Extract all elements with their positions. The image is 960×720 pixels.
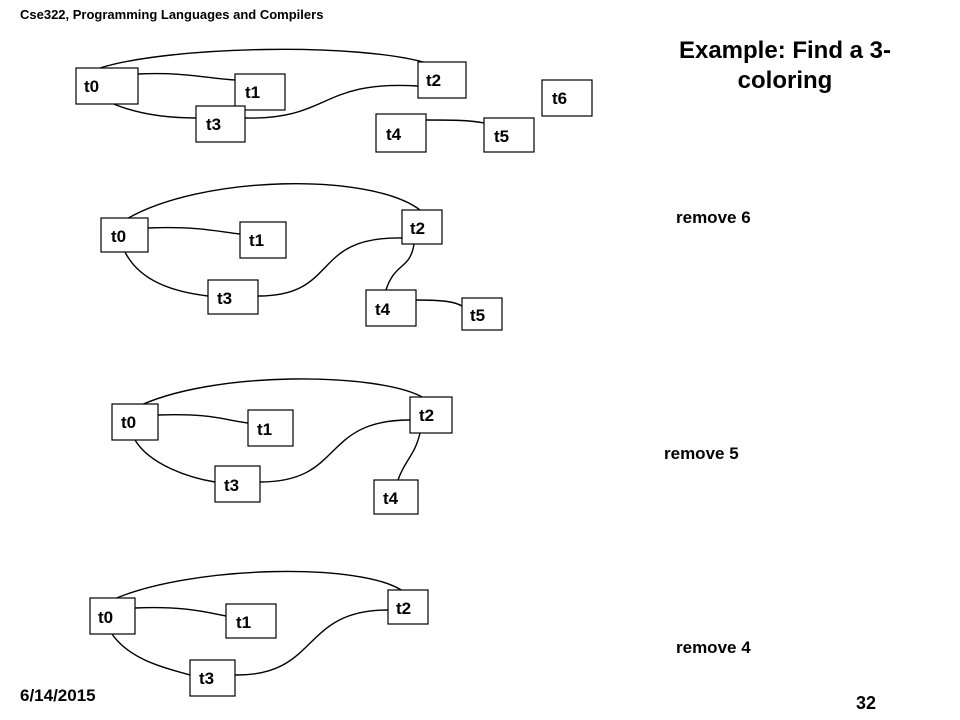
- node-t1: t1: [234, 73, 286, 111]
- edge-t0-t3: [111, 633, 191, 676]
- svg-text:t2: t2: [410, 219, 425, 238]
- svg-text:t3: t3: [199, 669, 214, 688]
- svg-text:t3: t3: [224, 476, 239, 495]
- node-t2: t2: [417, 61, 467, 99]
- edge-t3-t2: [244, 84, 419, 119]
- node-t3: t3: [214, 465, 261, 503]
- edge-t0-t2: [134, 378, 425, 409]
- course-header: Cse322, Programming Languages and Compil…: [20, 7, 324, 22]
- page-number: 32: [856, 693, 877, 713]
- caption-remove-4: remove 4: [676, 638, 751, 657]
- slide-title-line-1: Example: Find a 3-: [678, 37, 892, 64]
- svg-text:t6: t6: [552, 89, 567, 108]
- svg-text:t1: t1: [249, 231, 264, 250]
- edge-t3-t2: [234, 609, 389, 676]
- svg-text:t1: t1: [245, 83, 260, 102]
- footer-date: 6/14/2015: [20, 686, 96, 705]
- edge-t0-t2: [111, 570, 405, 601]
- svg-text:t5: t5: [494, 127, 509, 146]
- graph-step-3: t0 t1 t2 t3 t4: [111, 378, 453, 515]
- svg-text:t3: t3: [217, 289, 232, 308]
- node-t2: t2: [387, 589, 429, 625]
- node-t3: t3: [207, 279, 259, 315]
- svg-text:t1: t1: [257, 420, 272, 439]
- node-t3: t3: [195, 105, 246, 143]
- slide-title-line-2: coloring: [737, 67, 833, 94]
- node-t0: t0: [75, 67, 139, 105]
- node-t5: t5: [461, 297, 503, 331]
- node-t0: t0: [100, 217, 149, 253]
- edge-t2-t4: [385, 243, 415, 291]
- svg-text:t4: t4: [383, 489, 399, 508]
- svg-text:t5: t5: [470, 306, 485, 325]
- svg-text:t2: t2: [426, 71, 441, 90]
- edge-t4-t5: [415, 299, 463, 307]
- edge-t0-t1: [147, 226, 241, 235]
- svg-text:t1: t1: [236, 613, 251, 632]
- node-t0: t0: [89, 597, 136, 635]
- svg-text:t2: t2: [396, 599, 411, 618]
- edge-t0-t3: [134, 439, 216, 483]
- node-t4: t4: [375, 113, 427, 153]
- edge-t0-t1: [134, 606, 227, 617]
- svg-text:t4: t4: [386, 125, 402, 144]
- node-t2: t2: [409, 396, 453, 434]
- node-t5: t5: [483, 117, 535, 153]
- node-t4: t4: [373, 479, 419, 515]
- caption-remove-6: remove 6: [676, 208, 751, 227]
- edge-t0-t2: [124, 183, 421, 221]
- edge-t0-t1: [137, 72, 236, 81]
- svg-text:t3: t3: [206, 115, 221, 134]
- edge-t0-t1: [157, 413, 249, 424]
- svg-text:t0: t0: [111, 227, 126, 246]
- edge-t2-t4: [397, 432, 421, 481]
- edge-t3-t2: [259, 419, 411, 483]
- svg-text:t0: t0: [84, 77, 99, 96]
- edge-t0-t2: [99, 48, 431, 69]
- node-t3: t3: [189, 659, 236, 697]
- svg-text:t2: t2: [419, 406, 434, 425]
- svg-text:t0: t0: [98, 608, 113, 627]
- slide-title: Example: Find a 3- coloring: [640, 36, 930, 96]
- node-t6: t6: [541, 79, 593, 117]
- node-t0: t0: [111, 403, 159, 441]
- node-t4: t4: [365, 289, 417, 327]
- graph-step-1: t0 t1 t2 t3 t4 t5 t6: [75, 48, 593, 153]
- graph-step-4: t0 t1 t2 t3: [89, 570, 429, 697]
- svg-text:t0: t0: [121, 413, 136, 432]
- node-t2: t2: [401, 209, 443, 245]
- node-t1: t1: [247, 409, 294, 447]
- edge-t0-t3: [124, 251, 209, 297]
- graph-step-2: t0 t1 t2 t3 t4 t5: [100, 183, 503, 331]
- edge-t4-t5: [425, 119, 485, 124]
- node-t1: t1: [239, 221, 287, 259]
- svg-text:t4: t4: [375, 300, 391, 319]
- node-t1: t1: [225, 603, 277, 639]
- edge-t3-t2: [257, 237, 403, 297]
- caption-remove-5: remove 5: [664, 444, 739, 463]
